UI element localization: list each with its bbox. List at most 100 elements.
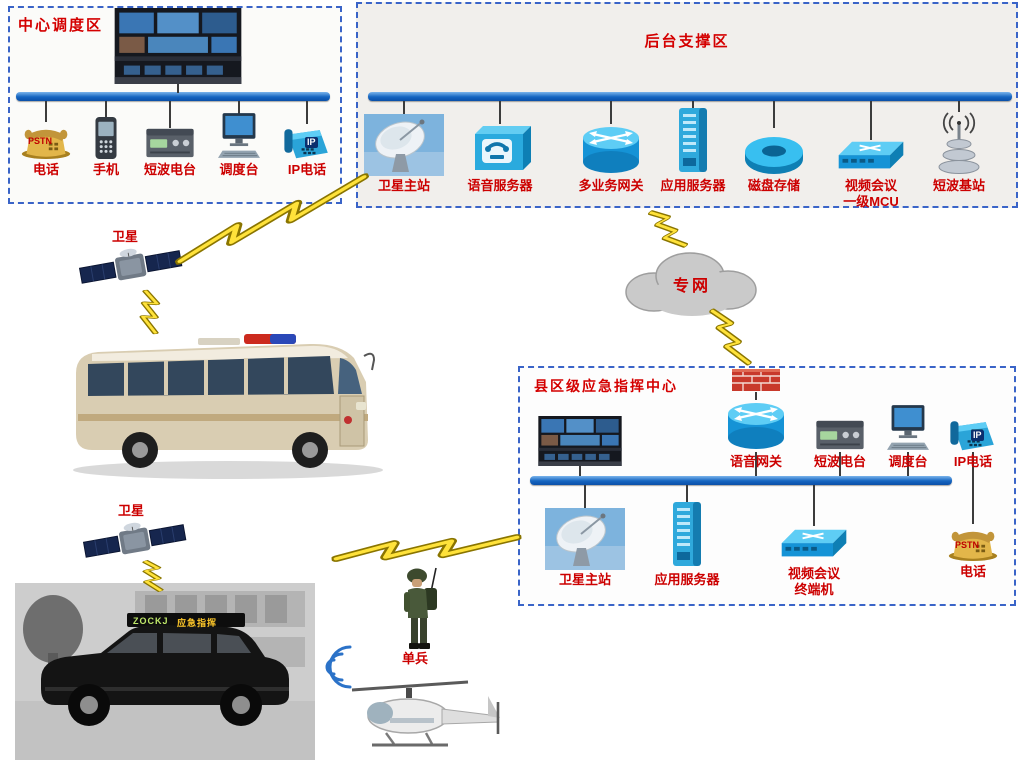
- connector-line: [773, 101, 775, 128]
- device-label: 短波基站: [932, 178, 985, 193]
- satellite-dish-icon: [364, 114, 444, 176]
- device-satellite-master: 卫星主站: [545, 506, 625, 588]
- device-multiservice-gateway: 多业务网关: [569, 110, 653, 194]
- satellite-dish-icon: [545, 508, 625, 570]
- device-label: 卫星主站: [558, 572, 611, 587]
- device-label: 磁盘存储: [747, 178, 800, 193]
- device-label: 多业务网关: [578, 178, 644, 193]
- connector-line: [870, 101, 872, 140]
- device-shortwave-radio: 短波电台: [138, 112, 202, 178]
- helicopter-image: [350, 676, 506, 764]
- backend-support-title: 后台支撑区: [644, 33, 730, 50]
- satellite-top-label: 卫星: [112, 229, 139, 244]
- connector-line: [238, 101, 240, 114]
- private-network-cloud: 专网: [612, 240, 772, 322]
- wireless-waves-icon: [314, 644, 360, 690]
- device-dispatch-console: 调度台: [868, 404, 948, 470]
- dispatch-console-icon: [218, 112, 260, 160]
- connector-line: [610, 101, 612, 124]
- connector-line: [972, 452, 974, 524]
- disk-storage-icon: [742, 126, 806, 176]
- device-label: 短波电台: [143, 162, 196, 177]
- cloud-icon: [625, 252, 757, 316]
- connector-line: [755, 452, 757, 476]
- central-bus-bar: [16, 92, 330, 101]
- connector-line: [579, 466, 581, 476]
- satellite-icon: [82, 518, 187, 562]
- satellite-icon: [78, 244, 183, 288]
- server-tower-icon: [676, 106, 710, 176]
- satellite-bottom-label: 卫星: [118, 503, 145, 518]
- router-icon: [579, 120, 643, 176]
- device-label: 视频会议 终端机: [787, 566, 840, 597]
- ip-badge: IP: [971, 430, 984, 441]
- suv-roof-text: 应急指挥: [177, 618, 218, 628]
- switch-icon: [835, 138, 907, 176]
- shortwave-radio-icon: [145, 126, 195, 160]
- suv-brand-text: ZOCKJ: [133, 616, 169, 626]
- device-label: 应用服务器: [654, 572, 720, 587]
- ip-badge: IP: [305, 137, 318, 148]
- county-bus-bar: [530, 476, 952, 485]
- central-dispatch-title: 中心调度区: [18, 17, 104, 34]
- device-satellite-master: 卫星主站: [362, 110, 446, 194]
- device-label: 手机: [92, 162, 119, 177]
- lightning-bolt-icon: [330, 528, 522, 569]
- device-voice-gateway: 语音网关: [716, 396, 796, 470]
- county-command-title: 县区级应急指挥中心: [534, 378, 678, 394]
- mobile-phone-icon: [94, 116, 118, 160]
- device-disk-storage: 磁盘存储: [732, 110, 816, 194]
- device-phone: PSTN 电话: [933, 520, 1013, 580]
- device-label: 调度台: [888, 454, 928, 469]
- shortwave-radio-icon: [815, 418, 865, 452]
- connector-line: [907, 452, 909, 476]
- device-label: 电话: [959, 564, 986, 579]
- pstn-badge: PSTN: [28, 136, 53, 146]
- private-network-label: 专网: [672, 278, 711, 295]
- soldier-image: [390, 566, 448, 652]
- device-app-server: 应用服务器: [647, 500, 727, 588]
- device-label: IP电话: [953, 454, 993, 469]
- switch-icon: [778, 526, 850, 564]
- command-bus-image: [48, 298, 393, 483]
- backend-bus-bar: [368, 92, 1012, 101]
- connector-line: [755, 392, 757, 400]
- device-vc-terminal: 视频会议 终端机: [774, 522, 854, 597]
- connector-line: [584, 485, 586, 510]
- device-phone: PSTN 电话: [14, 112, 78, 178]
- voice-server-icon: [465, 122, 535, 176]
- connector-line: [403, 101, 405, 116]
- device-ip-phone: IP IP电话: [933, 412, 1013, 470]
- device-label: 卫星主站: [377, 178, 430, 193]
- device-label: IP电话: [287, 162, 327, 177]
- device-label: 短波电台: [813, 454, 866, 469]
- monitor-wall-icon: [112, 8, 244, 84]
- antenna-icon: [931, 110, 987, 176]
- router-icon: [724, 396, 788, 452]
- region-backend-support: [356, 2, 1018, 208]
- emergency-suv-image: ZOCKJ 应急指挥: [15, 583, 315, 760]
- device-label: 应用服务器: [660, 178, 726, 193]
- device-label: 电话: [32, 162, 59, 177]
- connector-line: [958, 101, 960, 112]
- device-shortwave-radio: 短波电台: [800, 414, 880, 470]
- device-shortwave-base: 短波基站: [917, 110, 1001, 194]
- device-voice-server: 语音服务器: [458, 110, 542, 194]
- connector-line: [169, 101, 171, 128]
- server-tower-icon: [670, 500, 704, 570]
- connector-line: [306, 101, 308, 124]
- device-ip-phone: IP IP电话: [275, 112, 339, 178]
- device-mcu: 视频会议 一级MCU: [829, 110, 913, 209]
- device-label: 语音网关: [729, 454, 782, 469]
- device-label: 视频会议 一级MCU: [843, 178, 899, 209]
- connector-line: [839, 452, 841, 476]
- connector-line: [686, 485, 688, 502]
- connector-line: [692, 101, 694, 108]
- dispatch-console-icon: [887, 404, 929, 452]
- connector-line: [499, 101, 501, 124]
- device-mobile: 手机: [74, 112, 138, 178]
- connector-line: [177, 84, 179, 93]
- connector-line: [105, 101, 107, 118]
- device-dispatch-console: 调度台: [207, 112, 271, 178]
